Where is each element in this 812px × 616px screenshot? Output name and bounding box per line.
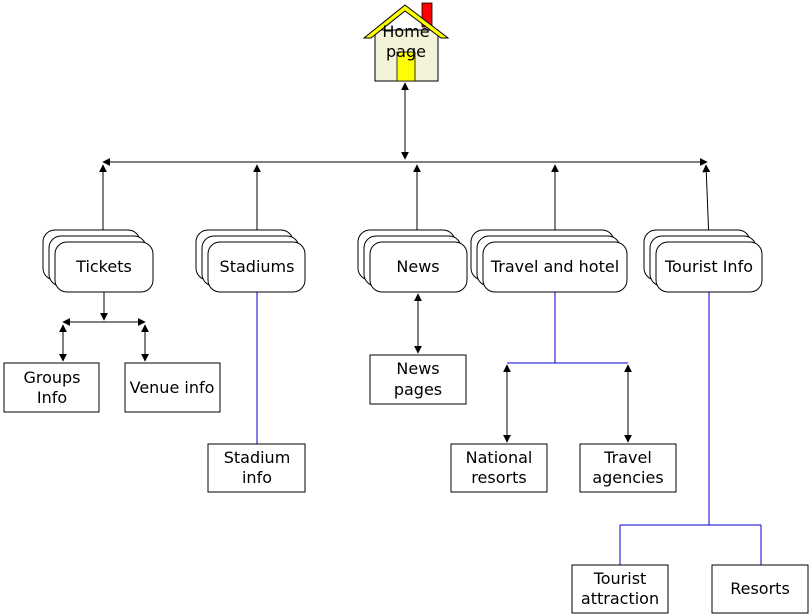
page-label-line1: Tourist: [593, 569, 647, 588]
page-stadium-info[interactable]: Stadium info: [207, 443, 306, 493]
bus-to-tourist-arrow: [702, 164, 713, 242]
page-label-line2: pages: [394, 380, 442, 399]
page-label-line1: News: [396, 359, 439, 378]
home-label-line2: page: [386, 42, 426, 61]
page-national-resorts[interactable]: National resorts: [450, 443, 548, 493]
tickets-connectors: [59, 292, 149, 362]
page-travel-agencies[interactable]: Travel agencies: [579, 443, 677, 493]
page-label-line1: Venue info: [130, 378, 215, 397]
page-label-line1: Resorts: [730, 579, 790, 598]
section-tourist-info[interactable]: Tourist Info: [643, 229, 763, 293]
travel-connectors: [503, 292, 632, 443]
section-news[interactable]: News: [357, 229, 468, 293]
section-label: Tickets: [75, 257, 132, 276]
page-label-line2: info: [242, 468, 272, 487]
page-label-line1: Groups: [23, 368, 80, 387]
section-stadiums[interactable]: Stadiums: [195, 229, 306, 293]
page-label-line2: resorts: [471, 468, 526, 487]
home-label-line1: Home: [382, 22, 429, 41]
house-roof: [362, 4, 450, 39]
section-label: Travel and hotel: [490, 257, 619, 276]
section-label: Tourist Info: [664, 257, 753, 276]
page-label-line2: agencies: [592, 468, 663, 487]
page-label-line1: Travel: [603, 448, 652, 467]
section-label: Stadiums: [220, 257, 295, 276]
tourist-connectors: [619, 292, 762, 565]
page-tourist-attraction[interactable]: Tourist attraction: [571, 564, 669, 614]
section-label: News: [396, 257, 439, 276]
section-tickets[interactable]: Tickets: [42, 229, 154, 293]
page-label-line2: attraction: [581, 589, 659, 608]
home-page-node[interactable]: Home page: [362, 2, 450, 82]
page-label-line1: National: [466, 448, 533, 467]
page-venue-info[interactable]: Venue info: [124, 362, 221, 413]
page-label-line1: Stadium: [224, 448, 291, 467]
page-news-pages[interactable]: News pages: [369, 354, 467, 405]
page-groups-info[interactable]: Groups Info: [3, 362, 100, 413]
section-travel[interactable]: Travel and hotel: [470, 229, 628, 293]
page-label-line2: Info: [37, 388, 67, 407]
top-connectors: [99, 82, 713, 242]
page-resorts[interactable]: Resorts: [711, 564, 809, 614]
house-door: [396, 51, 416, 82]
